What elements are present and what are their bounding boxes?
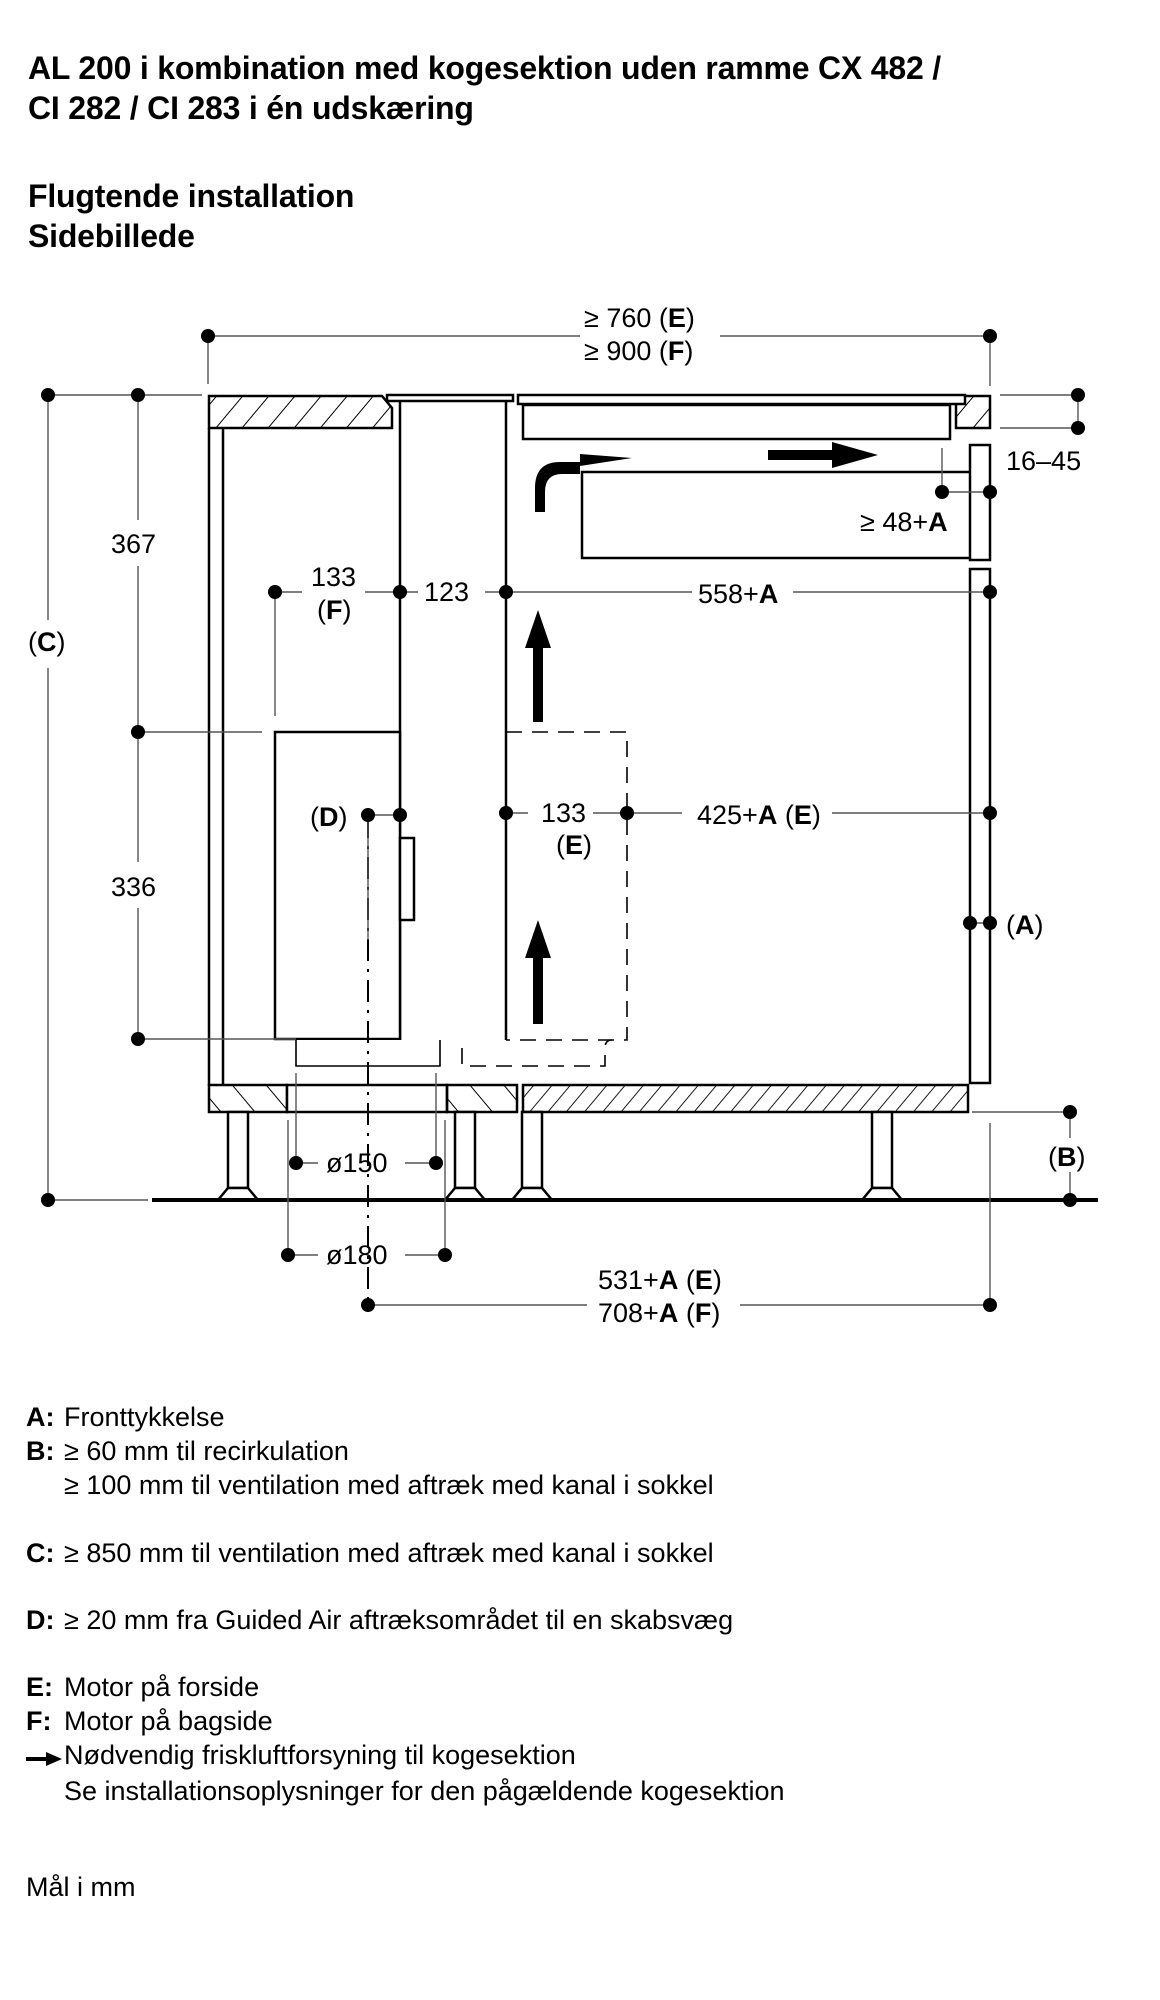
dim-overall-width-f: ≥ 900 (F)	[584, 336, 693, 366]
cooktop-body	[521, 403, 952, 441]
dimension-dot	[963, 916, 977, 930]
dim-duct-diameter-inner: ø150	[326, 1148, 388, 1178]
dimension-dot	[983, 806, 997, 820]
dimension-dot	[393, 808, 407, 822]
motor-connector	[398, 836, 416, 922]
dim-motor-offset-e-key: (E)	[556, 830, 592, 860]
installation-diagram: ≥ 760 (E) ≥ 900 (F) 16–45 ≥ 48+A 367 336…	[28, 303, 1098, 1328]
cabinet-legs	[215, 1110, 905, 1202]
airflow-arrows	[525, 442, 878, 1024]
page-title-line-1: AL 200 i kombination med kogesektion ude…	[28, 50, 941, 86]
dim-depth-upper: 558+A	[698, 579, 778, 609]
dimension-labels: ≥ 760 (E) ≥ 900 (F) 16–45 ≥ 48+A 367 336…	[28, 303, 1086, 1328]
dimension-dot	[131, 725, 145, 739]
dim-duct-width: 123	[424, 577, 469, 607]
dimension-dot	[499, 806, 513, 820]
dim-upper-height: 367	[111, 529, 156, 559]
legend-item-b-line2: ≥ 100 mm til ventilation med aftræk med …	[64, 1470, 714, 1500]
plinth-base	[207, 1083, 970, 1114]
legend-c: C:≥ 850 mm til ventilation med aftræk me…	[26, 1536, 714, 1570]
airflow-arrow-icon	[525, 610, 551, 722]
dimension-dot	[41, 388, 55, 402]
dim-lower-height: 336	[111, 872, 156, 902]
dimension-dot	[983, 329, 997, 343]
dim-front-thickness: (A)	[1006, 910, 1044, 940]
dimension-dot	[438, 1248, 452, 1262]
dimension-dot	[281, 1248, 295, 1262]
dimension-dot	[1071, 421, 1085, 435]
dimension-dot	[201, 329, 215, 343]
page-title-line-2: CI 282 / CI 283 i én udskæring	[28, 90, 474, 126]
legend-item-b: B:≥ 60 mm til recirkulation	[26, 1436, 349, 1466]
dimension-dot	[983, 916, 997, 930]
dimension-dot	[131, 1032, 145, 1046]
airflow-arrow-icon	[535, 454, 632, 512]
dimension-dot	[268, 585, 282, 599]
legend-item-arrow-line2: Se installationsoplysninger for den pågæ…	[64, 1775, 785, 1806]
dimension-dot	[1063, 1193, 1077, 1207]
leg	[509, 1110, 555, 1202]
legend-ef: E:Motor på forside F:Motor på bagside Nø…	[26, 1670, 784, 1808]
motor-housing	[273, 730, 402, 1041]
units-note: Mål i mm	[26, 1872, 136, 1902]
cooktop	[516, 393, 967, 441]
dim-depth-lower-f: 708+A (F)	[598, 1298, 720, 1328]
dim-overall-width-e: ≥ 760 (E)	[584, 303, 695, 333]
legend-d: D:≥ 20 mm fra Guided Air aftræksområdet …	[26, 1603, 733, 1637]
dim-motor-offset-e: 133	[541, 798, 586, 828]
dim-clearance-d: (D)	[310, 802, 348, 832]
motor-e-outline	[461, 731, 628, 1067]
dimension-dots	[41, 329, 1085, 1312]
motor-block	[273, 730, 416, 1041]
dim-motor-offset-f-key: (F)	[317, 595, 352, 625]
dimension-dot	[620, 806, 634, 820]
dim-front-gap: ≥ 48+A	[860, 507, 948, 537]
dimension-dot	[499, 585, 513, 599]
arrow-right-icon	[26, 1740, 64, 1774]
cooktop-glass	[516, 393, 967, 406]
dimension-dot	[41, 1193, 55, 1207]
legend-item-d: D:≥ 20 mm fra Guided Air aftræksområdet …	[26, 1605, 734, 1635]
dim-motor-offset-f: 133	[311, 562, 356, 592]
legend-item-c: C:≥ 850 mm til ventilation med aftræk me…	[26, 1538, 714, 1568]
dimension-dot	[1063, 1105, 1077, 1119]
subtitle-installation-type: Flugtende installation	[28, 178, 355, 214]
legend-item-e: E:Motor på forside	[26, 1672, 260, 1702]
dimension-dot	[289, 1156, 303, 1170]
dim-depth-lower-e: 531+A (E)	[598, 1265, 722, 1295]
dim-plinth-height: (B)	[1048, 1142, 1086, 1172]
dim-duct-diameter-outer: ø180	[326, 1240, 388, 1270]
front-panel-lower	[968, 567, 992, 1085]
downdraft-grille	[385, 393, 515, 1040]
dimension-dot	[983, 1298, 997, 1312]
legend-item-f: F:Motor på bagside	[26, 1706, 273, 1736]
dimension-dot	[131, 388, 145, 402]
leg	[215, 1110, 261, 1202]
airflow-arrow-icon	[525, 920, 551, 1024]
drawer	[580, 470, 973, 560]
leg	[442, 1110, 488, 1202]
dimension-dot	[983, 485, 997, 499]
dim-total-height: (C)	[28, 627, 66, 657]
subtitle-view: Sidebillede	[28, 218, 195, 254]
worktop-left-section	[207, 394, 394, 430]
cabinet	[207, 428, 992, 1086]
legend-item-a: A:Fronttykkelse	[26, 1402, 225, 1432]
front-panel-upper	[968, 443, 992, 562]
dimension-dot	[361, 1298, 375, 1312]
dim-depth-middle: 425+A (E)	[697, 800, 821, 830]
dimension-dot	[393, 585, 407, 599]
dimension-dot	[935, 485, 949, 499]
leg	[859, 1110, 905, 1202]
dimension-dot	[361, 808, 375, 822]
legend-ab: A:Fronttykkelse B:≥ 60 mm til recirkulat…	[26, 1400, 714, 1502]
dim-worktop-thickness: 16–45	[1006, 446, 1081, 476]
dimension-dot	[983, 585, 997, 599]
airflow-arrow-icon	[768, 442, 878, 468]
dimension-dot	[1071, 388, 1085, 402]
dimension-dot	[429, 1156, 443, 1170]
legend-item-arrow: Nødvendig friskluftforsyning til kogesek…	[26, 1738, 784, 1774]
